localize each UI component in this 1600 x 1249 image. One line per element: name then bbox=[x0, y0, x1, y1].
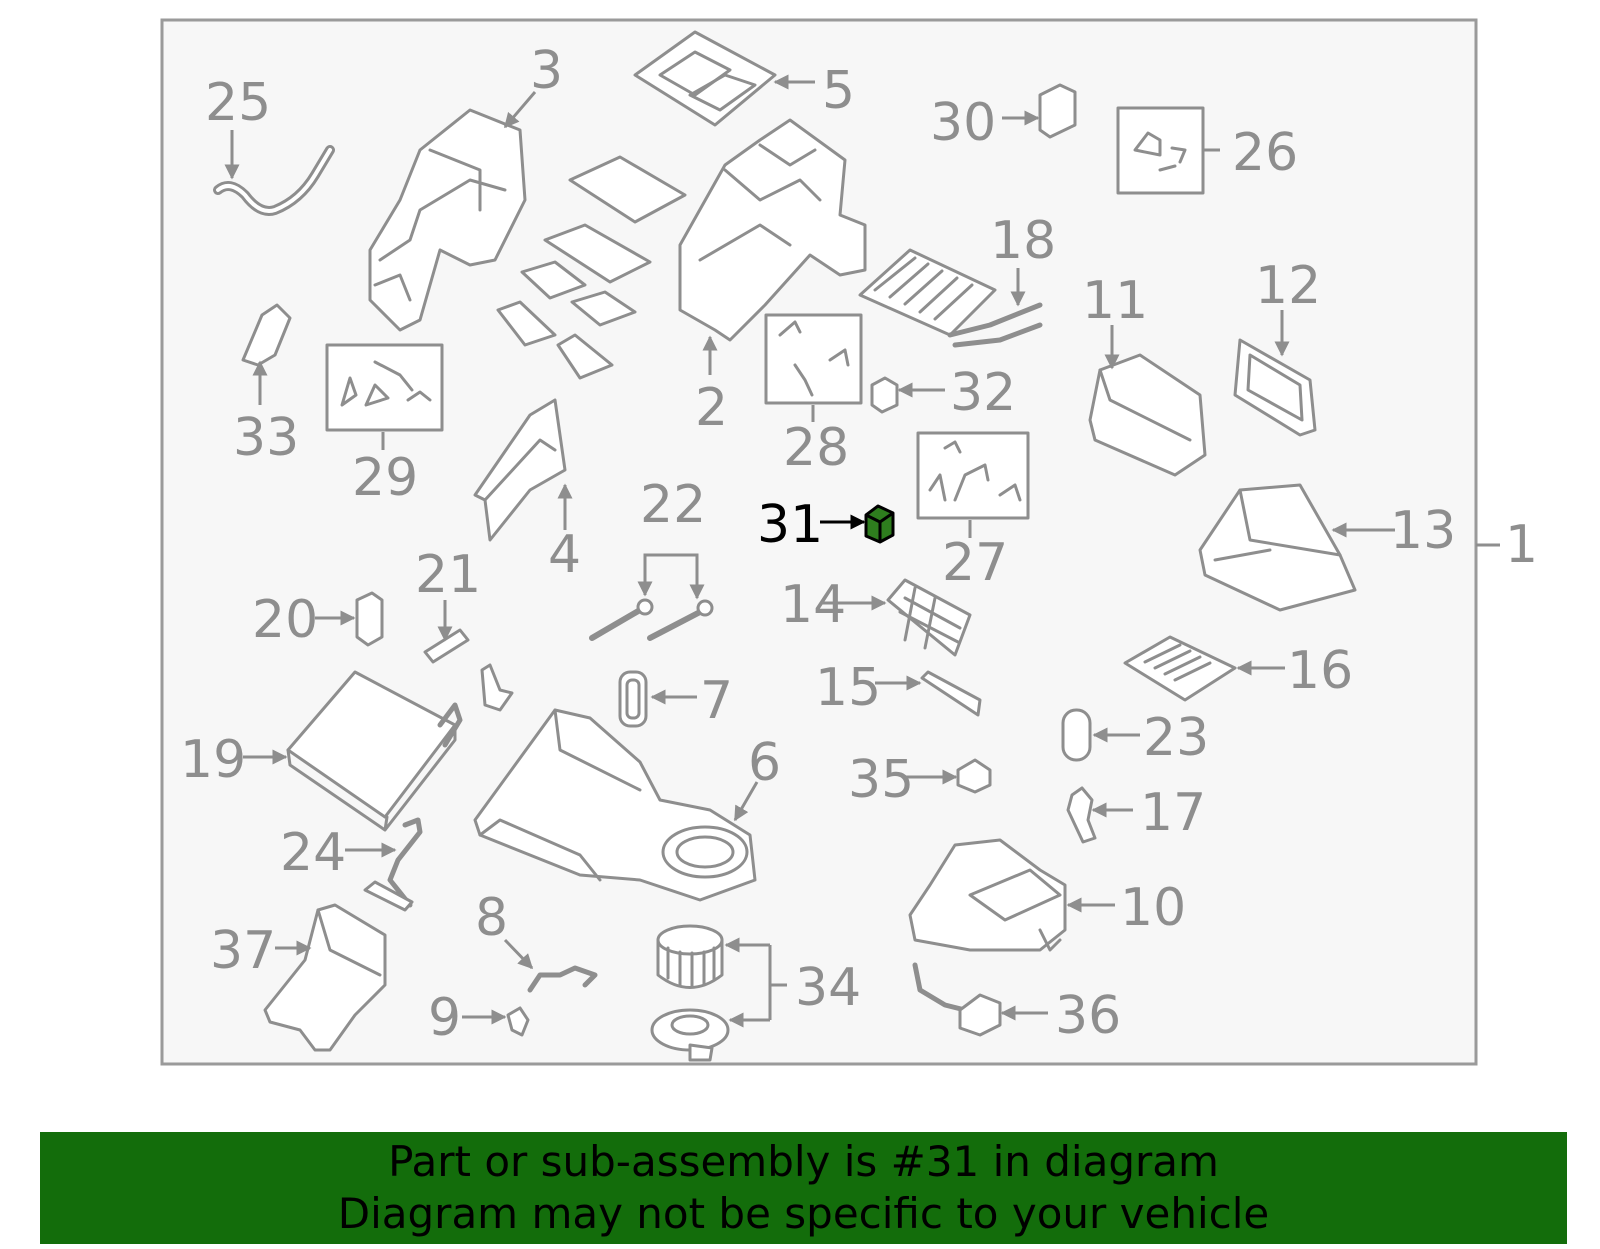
bracket bbox=[480, 663, 514, 712]
callout-labels: 1 2 3 4 5 6 7 8 9 10 11 12 13 14 15 16 1… bbox=[180, 41, 1538, 1048]
part-36[interactable] bbox=[912, 962, 1002, 1037]
part-12[interactable] bbox=[1233, 338, 1317, 437]
banner-line-part: Part or sub-assembly is #31 in diagram bbox=[388, 1137, 1219, 1186]
banner-line-disclaimer: Diagram may not be specific to your vehi… bbox=[337, 1189, 1270, 1238]
callout-12[interactable]: 12 bbox=[1255, 256, 1321, 316]
info-banner: Part or sub-assembly is #31 in diagram D… bbox=[40, 1132, 1567, 1244]
callout-10[interactable]: 10 bbox=[1120, 878, 1186, 938]
part-34[interactable] bbox=[650, 924, 730, 1062]
part-25[interactable] bbox=[213, 145, 335, 216]
part-20[interactable] bbox=[355, 591, 384, 647]
part-28[interactable] bbox=[764, 313, 863, 405]
filter-plates bbox=[496, 155, 687, 380]
callout-1[interactable]: 1 bbox=[1505, 515, 1538, 575]
part-24[interactable] bbox=[363, 817, 423, 912]
part-7[interactable] bbox=[618, 670, 648, 728]
callout-35[interactable]: 35 bbox=[848, 750, 914, 810]
leader-lines bbox=[224, 74, 1500, 1028]
callout-37[interactable]: 37 bbox=[210, 921, 276, 981]
callout-21[interactable]: 21 bbox=[415, 545, 481, 605]
callout-6[interactable]: 6 bbox=[748, 733, 781, 793]
part-27[interactable] bbox=[916, 431, 1030, 520]
part-6[interactable] bbox=[473, 708, 757, 902]
part-30[interactable] bbox=[1038, 83, 1077, 139]
callout-33[interactable]: 33 bbox=[233, 408, 299, 468]
callout-20[interactable]: 20 bbox=[252, 590, 318, 650]
part-8[interactable] bbox=[527, 965, 598, 993]
callout-30[interactable]: 30 bbox=[930, 93, 996, 153]
part-22[interactable] bbox=[589, 598, 714, 641]
callout-32[interactable]: 32 bbox=[950, 363, 1016, 423]
callout-36[interactable]: 36 bbox=[1055, 986, 1121, 1046]
part-15[interactable] bbox=[920, 670, 982, 717]
callout-24[interactable]: 24 bbox=[280, 823, 346, 883]
callout-29[interactable]: 29 bbox=[352, 448, 418, 508]
callout-26[interactable]: 26 bbox=[1232, 123, 1298, 183]
callout-15[interactable]: 15 bbox=[815, 658, 881, 718]
part-37[interactable] bbox=[263, 903, 387, 1052]
part-17[interactable] bbox=[1066, 786, 1097, 844]
callout-27[interactable]: 27 bbox=[942, 533, 1008, 593]
part-3[interactable] bbox=[368, 108, 527, 332]
callout-16[interactable]: 16 bbox=[1287, 641, 1353, 701]
part-19[interactable] bbox=[286, 670, 463, 832]
part-2[interactable] bbox=[678, 118, 867, 342]
callout-23[interactable]: 23 bbox=[1143, 708, 1209, 768]
callout-3[interactable]: 3 bbox=[530, 41, 563, 101]
callout-5[interactable]: 5 bbox=[822, 61, 855, 121]
callout-4[interactable]: 4 bbox=[548, 525, 581, 585]
part-14[interactable] bbox=[886, 578, 972, 657]
part-11[interactable] bbox=[1088, 353, 1207, 477]
callout-14[interactable]: 14 bbox=[780, 575, 846, 635]
callout-28[interactable]: 28 bbox=[783, 418, 849, 478]
part-4[interactable] bbox=[473, 398, 567, 542]
callout-13[interactable]: 13 bbox=[1390, 501, 1456, 561]
callout-18[interactable]: 18 bbox=[990, 211, 1056, 271]
callout-22[interactable]: 22 bbox=[640, 475, 706, 535]
callout-2[interactable]: 2 bbox=[695, 378, 728, 438]
callout-17[interactable]: 17 bbox=[1140, 783, 1206, 843]
part-18[interactable] bbox=[858, 248, 1043, 348]
callout-9[interactable]: 9 bbox=[428, 988, 461, 1048]
part-16[interactable] bbox=[1123, 635, 1237, 702]
part-9[interactable] bbox=[506, 1006, 530, 1037]
part-29[interactable] bbox=[325, 343, 444, 432]
part-31[interactable] bbox=[864, 504, 895, 544]
part-13[interactable] bbox=[1198, 483, 1357, 612]
part-35[interactable] bbox=[956, 758, 992, 794]
callout-34[interactable]: 34 bbox=[795, 958, 861, 1018]
callout-31[interactable]: 31 bbox=[757, 495, 823, 555]
callout-11[interactable]: 11 bbox=[1082, 271, 1148, 331]
callout-8[interactable]: 8 bbox=[475, 888, 508, 948]
part-10[interactable] bbox=[908, 838, 1067, 952]
callout-25[interactable]: 25 bbox=[205, 73, 271, 133]
part-26[interactable] bbox=[1116, 106, 1205, 195]
part-23[interactable] bbox=[1061, 708, 1092, 762]
callout-7[interactable]: 7 bbox=[700, 671, 733, 731]
part-32[interactable] bbox=[870, 376, 899, 414]
callout-19[interactable]: 19 bbox=[180, 730, 246, 790]
